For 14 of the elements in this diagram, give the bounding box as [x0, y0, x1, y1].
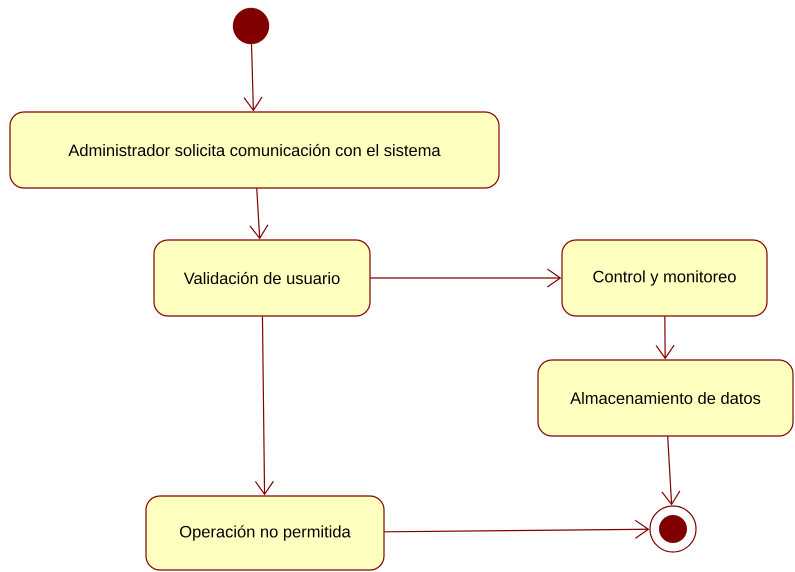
action-box: Almacenamiento de datos — [537, 359, 794, 437]
action-box: Control y monitoreo — [561, 239, 768, 317]
action-box: Operación no permitida — [145, 495, 385, 571]
arrow — [254, 316, 274, 496]
arrow — [656, 316, 675, 360]
action-box: Validación de usuario — [153, 239, 371, 317]
initial-node — [232, 8, 270, 44]
arrow — [249, 188, 268, 240]
arrow — [244, 44, 263, 112]
arrow — [661, 436, 680, 506]
arrow — [384, 520, 650, 539]
arrow — [370, 268, 562, 288]
final-node — [649, 505, 697, 553]
action-box: Administrador solicita comunicación con el sistema — [9, 111, 500, 189]
